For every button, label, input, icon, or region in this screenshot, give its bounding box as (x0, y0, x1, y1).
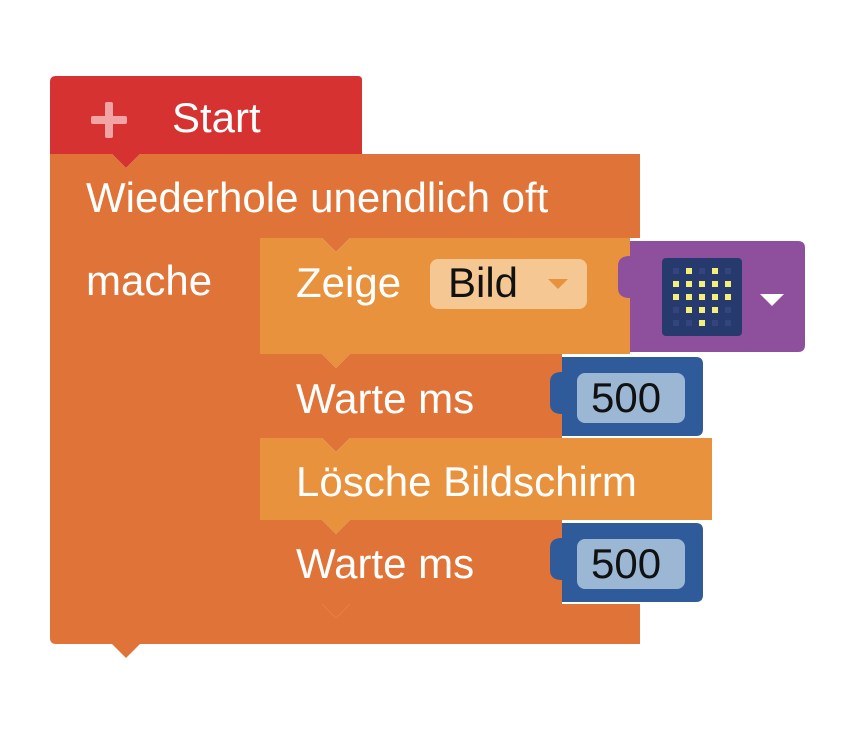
led-on (673, 281, 679, 287)
led-off (725, 307, 731, 313)
wait-label-1: Warte ms (296, 375, 475, 422)
number-value-1: 500 (591, 374, 662, 421)
led-on (712, 294, 718, 300)
led-on (673, 294, 679, 300)
dropdown-arrow-icon (548, 279, 568, 289)
start-block[interactable] (50, 76, 362, 168)
chevron-down-icon[interactable] (760, 294, 784, 306)
led-on (712, 307, 718, 313)
led-off (673, 320, 679, 326)
led-off (712, 320, 718, 326)
led-off (725, 268, 731, 274)
heart-matrix-icon (662, 258, 742, 336)
led-on (725, 294, 731, 300)
clear-screen-block[interactable] (260, 438, 712, 534)
led-on (686, 294, 692, 300)
number-value-2: 500 (591, 540, 662, 587)
loop-label: Wiederhole unendlich oft (86, 174, 549, 221)
led-on (699, 320, 705, 326)
show-label: Zeige (296, 259, 402, 306)
led-on (699, 281, 705, 287)
led-on (686, 281, 692, 287)
loop-do-label: mache (86, 257, 213, 304)
wait-block-2[interactable] (260, 520, 562, 618)
led-off (673, 307, 679, 313)
number-field-1[interactable] (577, 373, 685, 423)
led-on (699, 294, 705, 300)
led-on (686, 307, 692, 313)
number-field-2[interactable] (577, 539, 685, 589)
image-type-dropdown-value: Bild (448, 259, 519, 306)
led-off (725, 320, 731, 326)
led-on (686, 268, 692, 274)
led-on (725, 281, 731, 287)
forever-loop-block[interactable] (50, 154, 640, 658)
clear-screen-label: Lösche Bildschirm (296, 458, 637, 505)
led-on (699, 307, 705, 313)
start-label: Start (172, 94, 261, 141)
led-on (712, 268, 718, 274)
led-off (673, 268, 679, 274)
plus-icon[interactable] (91, 102, 127, 138)
led-off (686, 320, 692, 326)
led-on (712, 281, 718, 287)
led-off (699, 268, 705, 274)
wait-block-1[interactable] (260, 354, 562, 452)
wait-label-2: Warte ms (296, 540, 475, 587)
